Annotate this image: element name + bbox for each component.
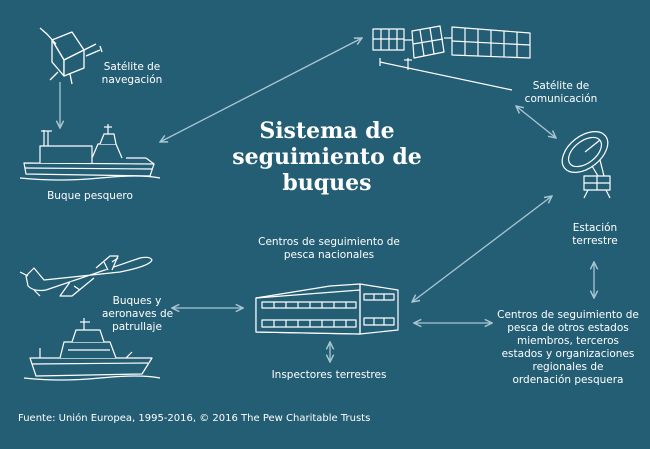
national-centres-label: Centros de seguimiento de pesca nacional… [254,236,404,262]
label-line: navegación [101,74,163,86]
label-line: estados y organizaciones [501,348,635,360]
label-line: pesca de otros estados [507,322,629,334]
title-line-3: buques [282,170,372,196]
label-line: Satélite de [532,80,590,92]
arrow-commsat-station [516,106,556,138]
source-credit: Fuente: Unión Europea, 1995-2016, © 2016… [18,413,371,424]
label-line: regionales de [532,361,604,373]
label-line: patrullaje [112,321,162,333]
label-line: Estación [572,222,618,234]
patrol-label: Buques y aeronaves de patrullaje [102,295,174,334]
patrol-ship-icon [23,318,161,381]
label-line: ordenación pesquera [512,374,624,386]
label-line: comunicación [524,93,598,105]
building-icon [255,283,399,335]
label-line: terrestre [572,235,618,247]
communication-satellite-icon [372,25,531,91]
arrow-station-national [412,196,552,302]
navigation-satellite-label: Satélite de navegación [100,61,164,87]
label-line: Centros de seguimiento de [497,309,639,321]
label-line: Buques y [112,295,162,307]
arrow-vessel-commsat [160,38,362,142]
other-centres-label: Centros de seguimiento de pesca de otros… [496,309,640,387]
label-line: Centros de seguimiento de [258,236,400,248]
communication-satellite-label: Satélite de comunicación [518,80,604,106]
label-line: aeronaves de [102,308,174,320]
patrol-aircraft-icon [19,255,153,297]
ground-station-label: Estación terrestre [560,222,630,248]
diagram-title: Sistema de seguimiento de buques [212,118,442,196]
inspectors-label: Inspectores terrestres [264,369,394,382]
label-line: miembros, terceros [516,335,620,347]
fishing-vessel-label: Buque pesquero [40,190,140,203]
navigation-satellite-icon [39,27,103,85]
label-line: pesca nacionales [283,249,375,261]
label-line: Inspectores terrestres [271,369,387,381]
title-line-2: seguimiento de [232,144,422,170]
fishing-vessel-icon [19,124,161,181]
label-line: Buque pesquero [47,190,133,202]
ground-station-icon [561,131,611,199]
title-line-1: Sistema de [259,118,395,144]
label-line: Satélite de [103,61,161,73]
